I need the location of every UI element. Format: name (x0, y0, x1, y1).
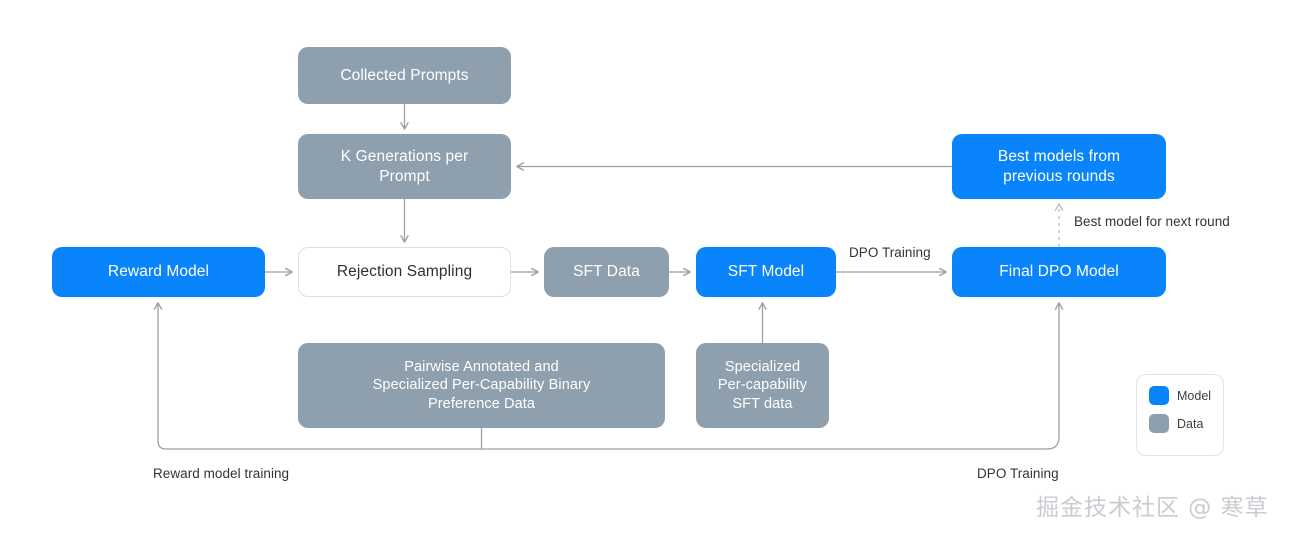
node-label-collected-prompts: Collected Prompts (340, 66, 469, 84)
node-label-sft-data: SFT Data (573, 263, 640, 281)
node-label-reward-model: Reward Model (107, 263, 210, 281)
node-label-best-models: Best models from previous rounds (997, 147, 1121, 185)
node-label-pairwise-data: Pairwise Annotated and Specialized Per-C… (372, 358, 591, 412)
legend-swatch-data-icon (1149, 414, 1169, 433)
legend-label-model: Model (1177, 388, 1212, 403)
node-rejection-sampling[interactable]: Rejection Sampling (298, 247, 511, 297)
node-label-sft-model: SFT Model (727, 263, 805, 281)
node-k-generations[interactable]: K Generations per Prompt (298, 134, 511, 199)
edge-label-dpo-training-bottom: DPO Training (977, 466, 1059, 481)
edge-label-reward-model-training: Reward model training (153, 466, 290, 481)
node-label-k-generations: K Generations per Prompt (340, 147, 469, 185)
legend-box: Model Data (1136, 374, 1224, 456)
legend-label-data: Data (1177, 416, 1204, 431)
legend-swatch-model-icon (1149, 386, 1169, 405)
node-label-final-dpo-model: Final DPO Model (999, 263, 1119, 281)
node-label-rejection-sampling: Rejection Sampling (336, 263, 473, 281)
edge-label-best-model-next: Best model for next round (1074, 214, 1230, 229)
node-best-models[interactable]: Best models from previous rounds (952, 134, 1166, 199)
node-specialized-sft[interactable]: Specialized Per-capability SFT data (696, 343, 829, 428)
node-collected-prompts[interactable]: Collected Prompts (298, 47, 511, 104)
watermark-text: 掘金技术社区 @ 寒草 (1036, 495, 1269, 521)
node-reward-model[interactable]: Reward Model (52, 247, 265, 297)
node-pairwise-data[interactable]: Pairwise Annotated and Specialized Per-C… (298, 343, 665, 428)
edge-label-dpo-training-top: DPO Training (849, 245, 931, 260)
legend-item-data: Data (1149, 414, 1223, 433)
node-sft-model[interactable]: SFT Model (696, 247, 836, 297)
node-sft-data[interactable]: SFT Data (544, 247, 669, 297)
node-final-dpo-model[interactable]: Final DPO Model (952, 247, 1166, 297)
node-label-specialized-sft: Specialized Per-capability SFT data (717, 358, 808, 412)
legend-item-model: Model (1149, 386, 1223, 405)
